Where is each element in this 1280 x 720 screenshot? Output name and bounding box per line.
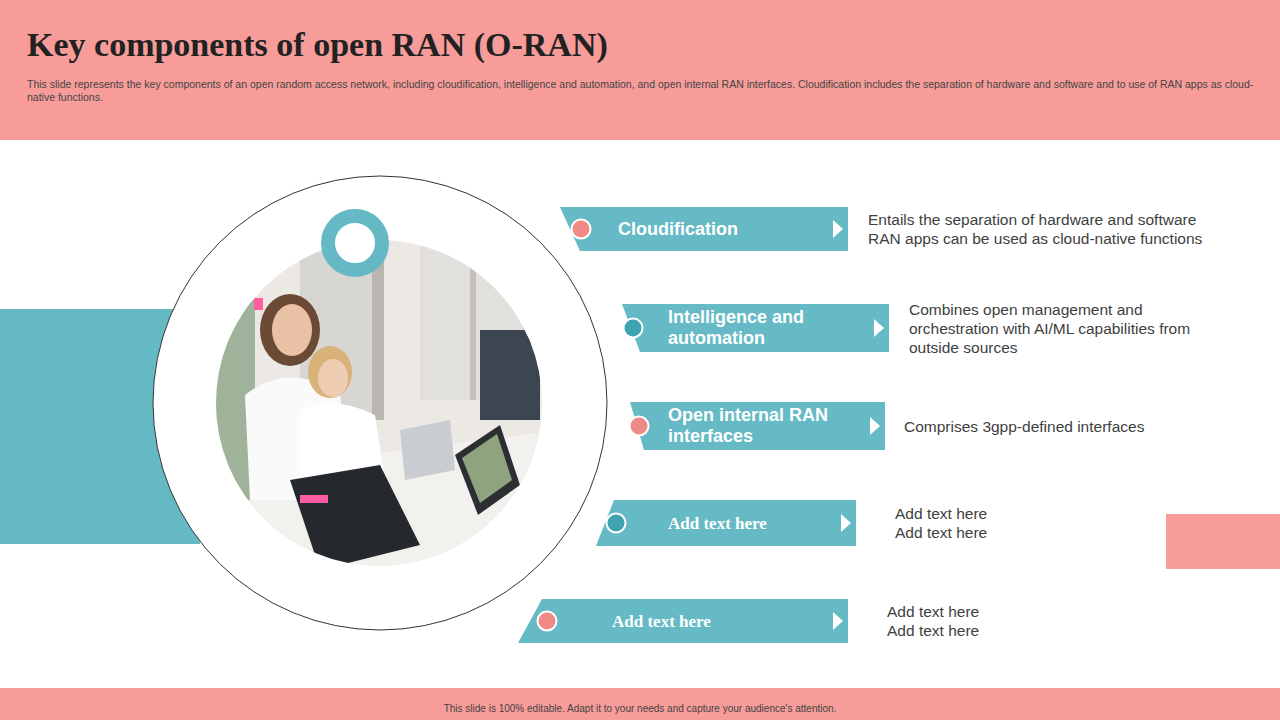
component-banner: Open internal RAN interfacesComprises 3g… xyxy=(630,402,885,450)
banner-heading: Cloudification xyxy=(560,207,818,251)
component-description: Comprises 3gpp-defined interfaces xyxy=(904,417,1174,436)
office-photo xyxy=(200,230,560,580)
footer-note: This slide is 100% editable. Adapt it to… xyxy=(0,703,1280,714)
component-banner: Add text hereAdd text here Add text here xyxy=(596,500,856,546)
banner-heading: Intelligence and automation xyxy=(622,304,818,352)
component-description: Add text here Add text here xyxy=(895,504,1001,542)
banner-heading: Add text here xyxy=(518,599,792,643)
component-description: Add text here Add text here xyxy=(887,602,993,640)
component-banner: Add text hereAdd text here Add text here xyxy=(518,599,848,643)
component-banner: CloudificationEntails the separation of … xyxy=(560,207,848,251)
component-description: Entails the separation of hardware and s… xyxy=(868,210,1220,248)
banner-heading: Open internal RAN interfaces xyxy=(630,402,828,450)
slide-title: Key components of open RAN (O-RAN) xyxy=(27,26,608,64)
banner-heading: Add text here xyxy=(596,500,828,546)
slide-description: This slide represents the key components… xyxy=(27,78,1255,104)
component-description: Combines open management and orchestrati… xyxy=(909,300,1214,357)
component-banner: Intelligence and automationCombines open… xyxy=(622,304,889,352)
